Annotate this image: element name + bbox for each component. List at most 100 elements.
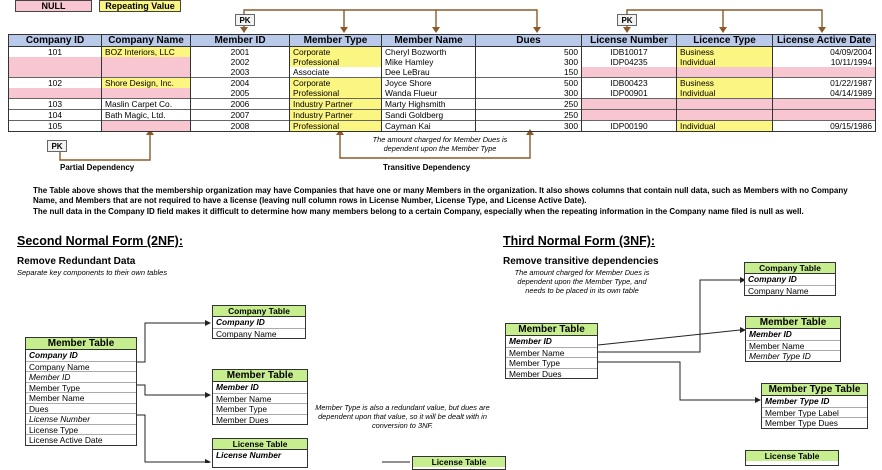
field-member-type: Member Type — [213, 403, 307, 414]
cell-dues: 250 — [475, 98, 582, 110]
cell-member-type: Professional — [289, 57, 382, 68]
field-license-active-date: License Active Date — [26, 434, 136, 445]
nf2-company-table: Company Table Company ID Company Name — [212, 305, 306, 339]
cell-license-number: IDP00190 — [581, 120, 677, 133]
cell-company-id: 103 — [8, 98, 102, 110]
cell-licence-type: Business — [676, 46, 773, 57]
cell-license-active-date — [772, 109, 876, 121]
cell-dues: 250 — [475, 109, 582, 121]
nf3-member-type-table-title: Member Type Table — [762, 384, 867, 396]
header-dues: Dues — [475, 34, 582, 47]
cell-member-id: 2008 — [190, 120, 290, 133]
description-line-1: The Table above shows that the membershi… — [33, 186, 848, 206]
cell-license-active-date — [772, 98, 876, 110]
field-member-dues: Member Dues — [506, 367, 597, 378]
nf2-member-table-2-title: Member Table — [213, 370, 307, 382]
table-row: 2005 Professional Wanda Flueur 300 IDP00… — [8, 88, 876, 99]
cell-company-name — [101, 120, 191, 133]
cell-member-type: Industry Partner — [289, 109, 382, 121]
cell-member-type: Corporate — [289, 77, 382, 89]
cell-licence-type: Individual — [676, 120, 773, 133]
cell-company-name — [101, 57, 191, 68]
field-member-type-id: Member Type ID — [765, 396, 830, 406]
cell-license-active-date: 04/14/1989 — [772, 88, 876, 99]
cell-license-number: IDB10017 — [581, 46, 677, 57]
field-member-name: Member Name — [746, 339, 840, 350]
nf2-member-type-note: Member Type is also a redundant value, b… — [315, 403, 490, 430]
field-member-id: Member ID — [749, 329, 792, 339]
pk-tag-member-id: PK — [235, 14, 255, 26]
description-paragraph: The Table above shows that the membershi… — [33, 186, 868, 217]
nf2-license-table-title: License Table — [213, 439, 307, 450]
table-header-row: Company ID Company Name Member ID Member… — [8, 34, 876, 47]
nf3-member-table-2: Member Table Member ID Member Name Membe… — [745, 316, 841, 362]
cell-licence-type: Business — [676, 77, 773, 89]
nf3-company-table-title: Company Table — [745, 263, 835, 274]
dues-dependency-note: The amount charged for Member Dues is de… — [372, 135, 508, 153]
cell-license-active-date: 04/09/2004 — [772, 46, 876, 57]
nf2-member-table-title: Member Table — [26, 338, 136, 350]
table-row: 101 BOZ Interiors, LLC 2001 Corporate Ch… — [8, 46, 876, 57]
pk-tag-company-id: PK — [47, 140, 67, 152]
cell-license-number — [581, 98, 677, 110]
cell-company-id: 104 — [8, 109, 102, 121]
cell-license-active-date: 01/22/1987 — [772, 77, 876, 89]
cell-member-name: Marty Highsmith — [381, 98, 476, 110]
table-row: 2003 Associate Dee LeBrau 150 — [8, 67, 876, 78]
cell-dues: 500 — [475, 77, 582, 89]
nf3-member-table-2-title: Member Table — [746, 317, 840, 329]
cell-company-id — [8, 67, 102, 78]
cell-license-number: IDB00423 — [581, 77, 677, 89]
field-company-name: Company Name — [745, 284, 835, 295]
nf2-member-table-2: Member Table Member ID Member Name Membe… — [212, 369, 308, 425]
cell-licence-type — [676, 67, 773, 78]
cell-member-id: 2007 — [190, 109, 290, 121]
nf2-license-table-2-title: License Table — [413, 457, 505, 467]
cell-license-number — [581, 67, 677, 78]
nf2-subheading: Remove Redundant Data — [17, 256, 136, 267]
cell-member-type: Professional — [289, 88, 382, 99]
cell-licence-type — [676, 98, 773, 110]
cell-dues: 300 — [475, 88, 582, 99]
header-licence-type: Licence Type — [676, 34, 773, 47]
cell-company-name: Shore Design, Inc. — [101, 77, 191, 89]
cell-member-name: Cayman Kai — [381, 120, 476, 133]
cell-company-name — [101, 88, 191, 99]
transitive-dependency-label: Transitive Dependency — [383, 163, 471, 172]
cell-member-id: 2003 — [190, 67, 290, 78]
cell-company-id: 105 — [8, 120, 102, 133]
field-license-number: License Number — [26, 413, 136, 424]
cell-licence-type: Individual — [676, 88, 773, 99]
nf2-license-table: License Table License Number — [212, 438, 308, 468]
nf3-subheading: Remove transitive dependencies — [503, 256, 659, 267]
cell-member-type: Associate — [289, 67, 382, 78]
nf3-heading: Third Normal Form (3NF): — [503, 234, 656, 248]
cell-member-type: Industry Partner — [289, 98, 382, 110]
nf2-company-table-title: Company Table — [213, 306, 305, 317]
cell-company-name: Bath Magic, Ltd. — [101, 109, 191, 121]
cell-member-id: 2001 — [190, 46, 290, 57]
field-member-name: Member Name — [506, 346, 597, 357]
field-member-id: Member ID — [26, 371, 136, 382]
nf2-subtext: Separate key components to their own tab… — [17, 268, 168, 277]
cell-member-id: 2004 — [190, 77, 290, 89]
cell-dues: 300 — [475, 120, 582, 133]
pk-tag-license-number: PK — [617, 14, 637, 26]
field-member-id: Member ID — [509, 336, 552, 346]
field-license-number: License Number — [216, 450, 282, 460]
cell-company-name: BOZ Interiors, LLC — [101, 46, 191, 57]
cell-dues: 300 — [475, 57, 582, 68]
cell-member-name: Mike Hamley — [381, 57, 476, 68]
cell-license-number — [581, 109, 677, 121]
field-company-id: Company ID — [216, 317, 265, 327]
field-dues: Dues — [26, 402, 136, 413]
field-member-type: Member Type — [506, 357, 597, 368]
cell-dues: 500 — [475, 46, 582, 57]
field-member-id: Member ID — [216, 382, 259, 392]
header-license-active-date: License Active Date — [772, 34, 876, 47]
nf3-company-table: Company Table Company ID Company Name — [744, 262, 836, 296]
legend-repeating: Repeating Value — [99, 0, 181, 12]
header-license-number: License Number — [581, 34, 677, 47]
cell-member-name: Dee LeBrau — [381, 67, 476, 78]
